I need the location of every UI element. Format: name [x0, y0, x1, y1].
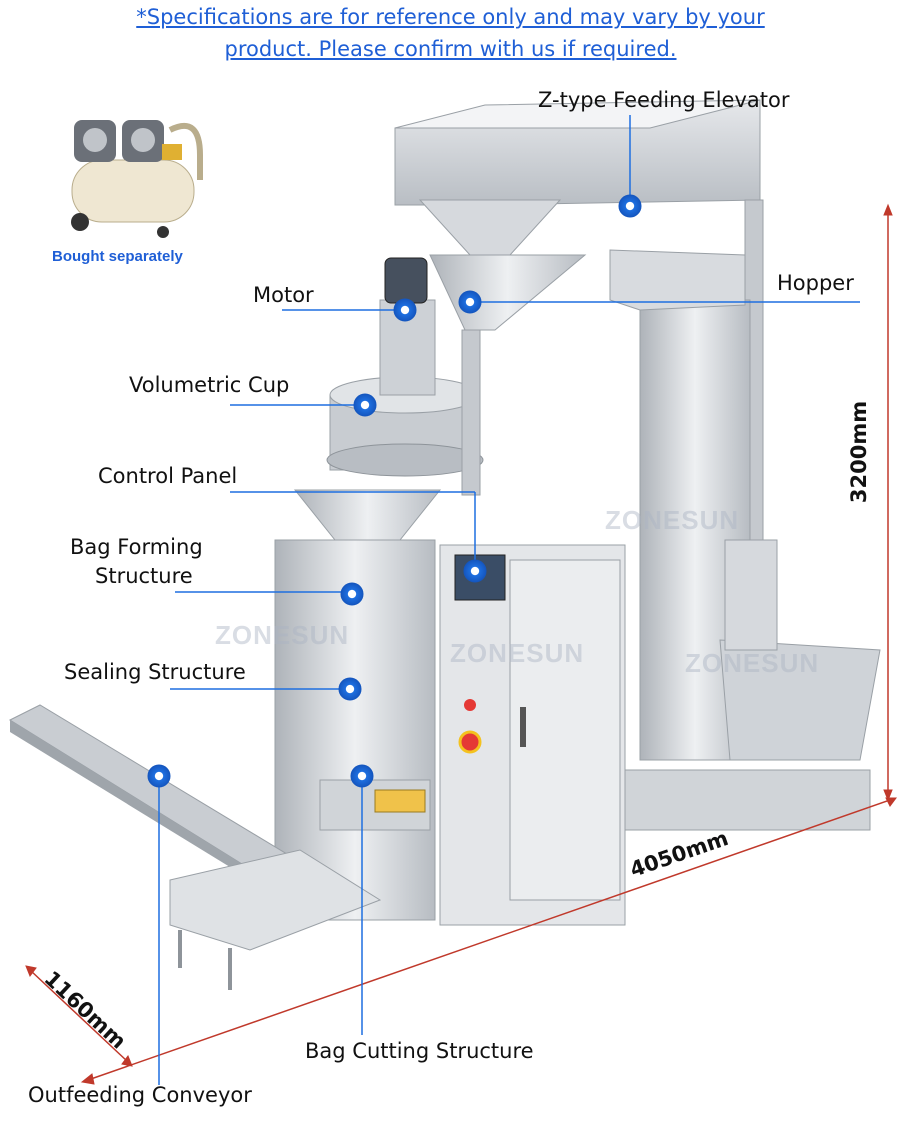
label-control-panel: Control Panel [98, 464, 238, 488]
watermark: ZONESUN [450, 638, 585, 668]
dimension-height: 3200mm [847, 400, 872, 504]
hopper-marker [458, 290, 482, 314]
label-motor: Motor [253, 283, 314, 307]
disclaimer-line-2: product. Please confirm with us if requi… [224, 37, 677, 61]
label-sealing: Sealing Structure [64, 660, 246, 684]
conveyor-marker [147, 764, 171, 788]
disclaimer-line-1: *Specifications are for reference only a… [136, 5, 765, 29]
label-bag-cutting: Bag Cutting Structure [305, 1039, 534, 1063]
label-bag-forming-structure: Structure [95, 564, 193, 588]
leader-lines [158, 115, 860, 1085]
bag-forming-marker [340, 582, 364, 606]
label-elevator: Z-type Feeding Elevator [538, 88, 790, 112]
watermark: ZONESUN [215, 620, 350, 650]
bought-separately-caption: Bought separately [52, 248, 183, 265]
dimension-lines [25, 203, 897, 1085]
volumetric-cup-marker [353, 393, 377, 417]
elevator-marker [618, 194, 642, 218]
label-hopper: Hopper [777, 271, 854, 295]
label-conveyor: Outfeeding Conveyor [28, 1083, 252, 1107]
z-type-elevator [394, 99, 881, 831]
watermark: ZONESUN [685, 648, 820, 678]
bag-cutting-marker [350, 764, 374, 788]
label-bag-forming: Bag Forming [70, 535, 203, 559]
motor-marker [393, 298, 417, 322]
watermark: ZONESUN [605, 505, 740, 535]
air-compressor [71, 120, 203, 238]
callout-markers [147, 194, 642, 788]
label-volumetric-cup: Volumetric Cup [129, 373, 290, 397]
sealing-marker [338, 677, 362, 701]
control-panel-marker [463, 559, 487, 583]
outfeeding-conveyor [8, 704, 382, 990]
packing-machine-body [274, 199, 626, 926]
